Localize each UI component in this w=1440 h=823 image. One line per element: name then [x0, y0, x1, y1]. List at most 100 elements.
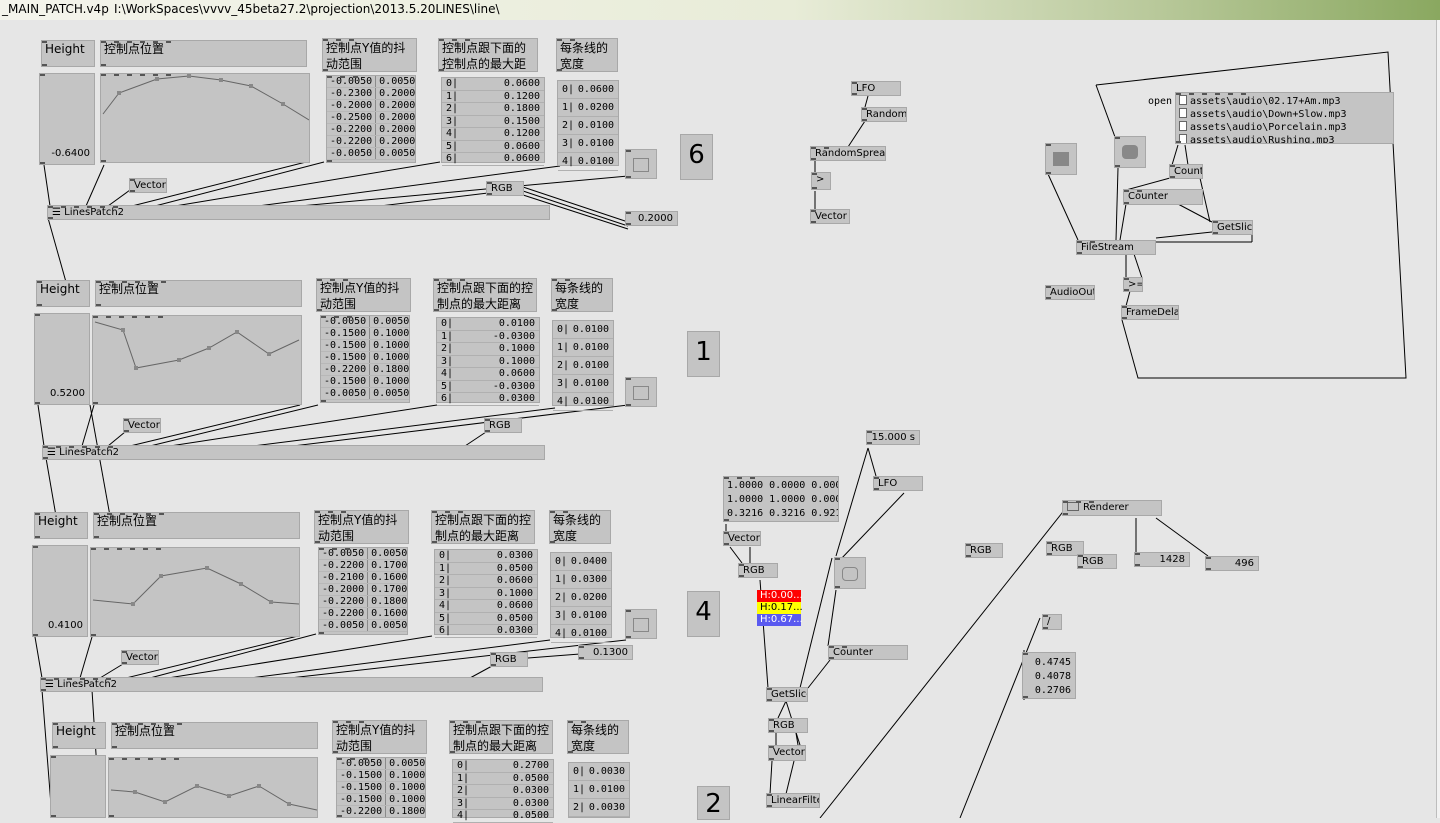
- pin[interactable]: [148, 281, 153, 283]
- pin[interactable]: [40, 162, 45, 164]
- input-pins[interactable]: [94, 513, 299, 515]
- pin[interactable]: [158, 316, 163, 318]
- pin[interactable]: [724, 543, 729, 545]
- y-range-min[interactable]: -0.0050: [337, 758, 387, 770]
- input-pins[interactable]: [96, 281, 301, 283]
- output-pins[interactable]: [333, 751, 426, 753]
- pin[interactable]: [101, 41, 106, 43]
- pin[interactable]: [321, 400, 326, 402]
- output-pins[interactable]: [1046, 297, 1094, 299]
- pin[interactable]: [104, 548, 109, 550]
- pin[interactable]: [337, 758, 342, 760]
- output-pins[interactable]: [966, 555, 1002, 557]
- pin[interactable]: [445, 511, 450, 513]
- y-range-max[interactable]: 0.1800: [369, 363, 409, 376]
- vector-node-3[interactable]: Vector: [121, 650, 159, 665]
- height-slider-4[interactable]: [50, 755, 106, 818]
- input-pins[interactable]: [109, 758, 317, 760]
- pin[interactable]: [33, 546, 38, 548]
- max-dist-row[interactable]: 5|-0.0300: [437, 381, 539, 393]
- y-range-min[interactable]: -0.1500: [337, 769, 387, 782]
- y-range-min[interactable]: -0.1500: [337, 793, 387, 806]
- output-pins[interactable]: [33, 634, 87, 636]
- pin[interactable]: [343, 279, 348, 281]
- input-pins[interactable]: [626, 150, 656, 152]
- rgb-node-color[interactable]: RGB: [738, 563, 778, 578]
- pin[interactable]: [1023, 653, 1028, 655]
- pin[interactable]: [1046, 297, 1051, 299]
- pin[interactable]: [69, 446, 74, 448]
- input-pins[interactable]: [626, 212, 677, 214]
- y-range-min[interactable]: -0.2200: [321, 363, 371, 376]
- input-pins[interactable]: [37, 281, 89, 283]
- pin[interactable]: [447, 279, 452, 281]
- width-row[interactable]: 2|0.0100: [558, 117, 618, 135]
- color-matrix-row[interactable]: 0.3216 0.3216 0.9216: [727, 508, 839, 519]
- pin[interactable]: [550, 511, 555, 513]
- y-range-min[interactable]: -0.0050: [321, 387, 371, 400]
- width-row[interactable]: 1|0.0100: [569, 781, 629, 799]
- pin[interactable]: [346, 721, 351, 723]
- input-pins[interactable]: [51, 756, 105, 758]
- vector-node-color[interactable]: Vector: [723, 531, 761, 546]
- y-range-max[interactable]: 0.1000: [385, 769, 425, 782]
- pin[interactable]: [114, 74, 119, 76]
- pin[interactable]: [315, 541, 320, 543]
- input-pins[interactable]: [1063, 501, 1161, 503]
- output-pins[interactable]: [626, 636, 656, 638]
- output-pins[interactable]: [862, 119, 906, 121]
- output-pins[interactable]: [315, 541, 408, 543]
- pin[interactable]: [434, 279, 439, 281]
- rgb-node-renderer-a[interactable]: RGB: [965, 543, 1003, 558]
- pin[interactable]: [1046, 286, 1051, 288]
- bang-button[interactable]: [1114, 136, 1146, 168]
- input-pins[interactable]: [317, 279, 410, 281]
- output-pins[interactable]: [101, 160, 309, 162]
- output-pins[interactable]: [93, 402, 301, 404]
- y-range-label-4[interactable]: 控制点Y值的抖动范围: [332, 720, 427, 754]
- pin[interactable]: [94, 513, 99, 515]
- pin[interactable]: [769, 746, 774, 748]
- lines-patch-1[interactable]: ☰ LinesPatch2: [47, 205, 550, 220]
- pin[interactable]: [1137, 190, 1142, 192]
- pin[interactable]: [1206, 568, 1211, 570]
- pin[interactable]: [101, 64, 106, 66]
- output-pins[interactable]: [327, 160, 415, 162]
- pin[interactable]: [874, 488, 879, 490]
- pin[interactable]: [91, 548, 96, 550]
- counter-node-audio[interactable]: Counter: [1123, 189, 1203, 205]
- renderer-width[interactable]: 1428: [1134, 552, 1190, 567]
- y-range-min[interactable]: -0.2200: [319, 595, 369, 608]
- pin[interactable]: [626, 176, 631, 178]
- pin[interactable]: [829, 646, 834, 648]
- input-pins[interactable]: [101, 41, 306, 43]
- y-range-max[interactable]: 0.0050: [375, 76, 415, 88]
- pin[interactable]: [491, 653, 496, 655]
- pin[interactable]: [439, 69, 444, 71]
- position-spline-4[interactable]: [108, 757, 318, 818]
- group-number-3[interactable]: 4: [687, 591, 720, 637]
- input-pins[interactable]: [40, 74, 94, 76]
- pin[interactable]: [570, 39, 575, 41]
- lfo-node-2[interactable]: LFO: [873, 476, 923, 491]
- y-range-min[interactable]: -0.1500: [321, 327, 371, 340]
- pin[interactable]: [568, 721, 573, 723]
- max-dist-label-1[interactable]: 控制点跟下面的控制点的最大距离: [438, 38, 538, 72]
- input-pins[interactable]: [724, 477, 838, 479]
- pin[interactable]: [347, 316, 352, 318]
- pin[interactable]: [1122, 317, 1127, 319]
- pin[interactable]: [161, 758, 166, 760]
- pin[interactable]: [835, 558, 840, 560]
- y-range-min[interactable]: -0.2500: [327, 111, 377, 124]
- height-label-4[interactable]: Height: [52, 722, 106, 749]
- pin[interactable]: [95, 446, 100, 448]
- input-pins[interactable]: [1135, 553, 1189, 555]
